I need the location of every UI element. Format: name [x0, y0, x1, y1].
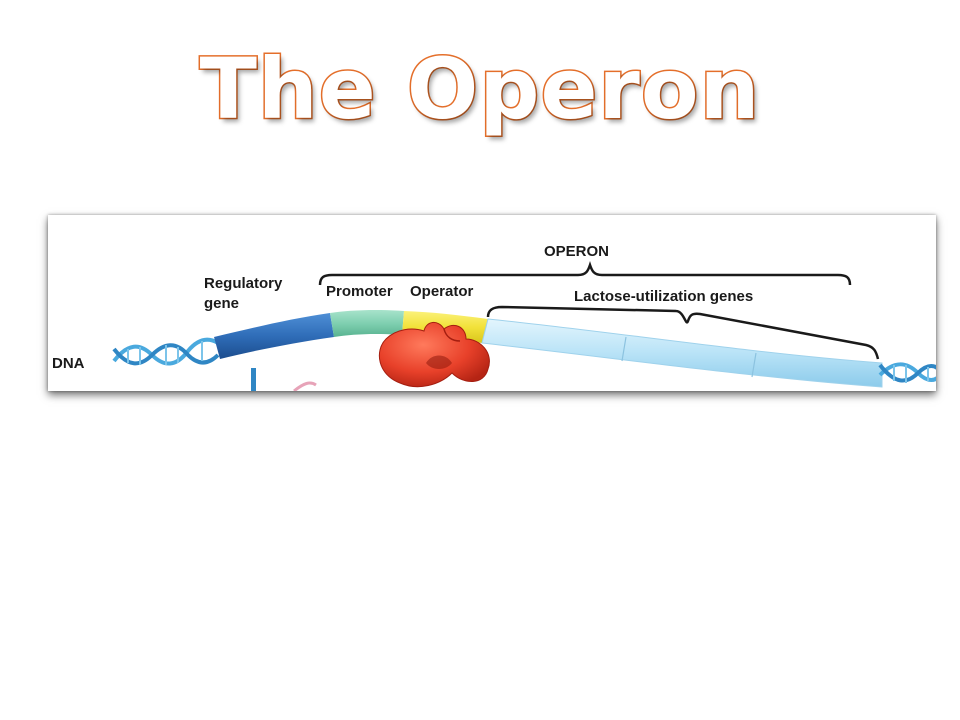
operon-diagram-svg [112, 261, 936, 391]
regulatory-gene-segment [214, 313, 334, 359]
dna-helix-right-icon [878, 362, 936, 383]
operon-label: OPERON [544, 243, 610, 260]
regulatory-arrow-stem [251, 368, 256, 391]
operon-bracket [318, 261, 852, 286]
lactose-genes-segment [481, 318, 883, 388]
operon-diagram: OPERON Regulatory gene Promoter Operator… [48, 215, 936, 391]
regulatory-gene-label-line2: gene [204, 295, 240, 312]
promoter-label: Promoter [326, 283, 393, 300]
slide-title: The Operon [198, 39, 761, 140]
regulatory-gene-label-line1: Regulatory [204, 275, 283, 292]
dna-helix-left-icon [112, 337, 220, 366]
lactose-genes-label: Lactose-utilization genes [574, 288, 754, 305]
operator-label: Operator [410, 283, 474, 300]
dna-label: DNA [52, 355, 85, 372]
promoter-segment [330, 309, 404, 337]
repressor-protein-icon [378, 322, 490, 388]
lactose-genes-bracket [486, 305, 880, 360]
pink-arrow-fragment [293, 381, 317, 391]
